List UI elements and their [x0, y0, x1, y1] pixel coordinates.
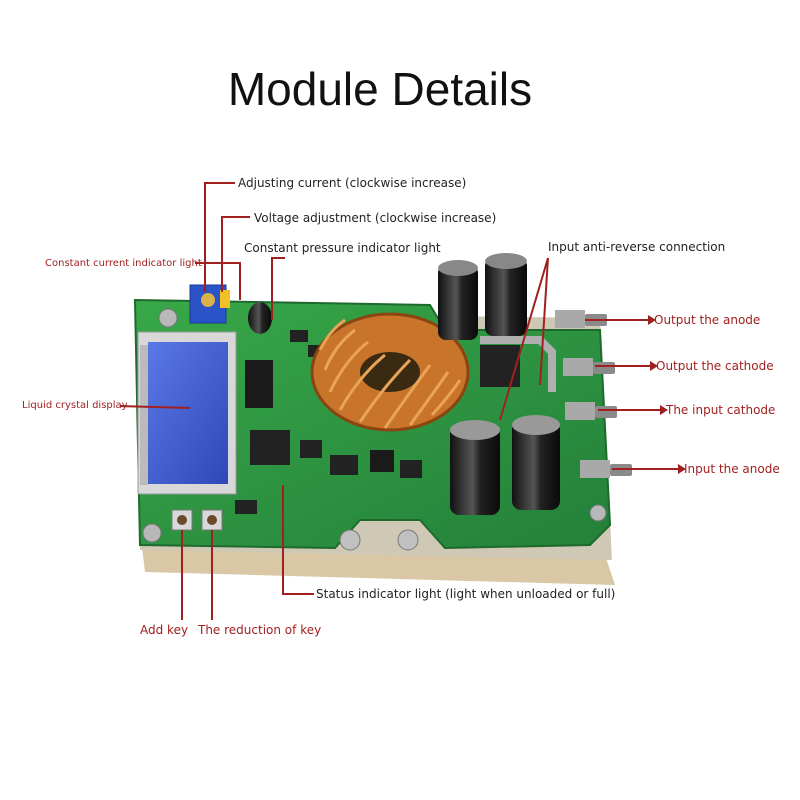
label-constant-current: Constant current indicator light: [45, 258, 202, 269]
potentiometers: [189, 284, 230, 324]
label-adjusting-current: Adjusting current (clockwise increase): [238, 176, 467, 190]
label-output-anode: Output the anode: [654, 313, 761, 327]
toroid-inductor: [310, 312, 470, 432]
mounting-screws: [142, 308, 607, 551]
anti-reverse-diode: [480, 336, 556, 392]
label-reduction-key: The reduction of key: [198, 623, 322, 637]
label-input-anode: Input the anode: [684, 462, 780, 476]
lcd-display: [137, 331, 237, 495]
push-buttons: [171, 509, 223, 531]
label-input-cathode: The input cathode: [666, 403, 776, 417]
leader-lines: [119, 182, 678, 620]
label-voltage-adjustment: Voltage adjustment (clockwise increase): [254, 211, 497, 225]
label-add-key: Add key: [140, 623, 189, 637]
label-liquid-crystal: Liquid crystal display: [22, 400, 128, 411]
arrowheads: [648, 315, 686, 474]
diagram-title: Module Details: [227, 63, 533, 115]
label-constant-pressure: Constant pressure indicator light: [244, 241, 441, 255]
label-status-indicator: Status indicator light (light when unloa…: [316, 587, 616, 601]
label-output-cathode: Output the cathode: [656, 359, 774, 373]
label-input-anti-reverse: Input anti-reverse connection: [548, 240, 726, 254]
large-capacitors: [438, 253, 560, 515]
